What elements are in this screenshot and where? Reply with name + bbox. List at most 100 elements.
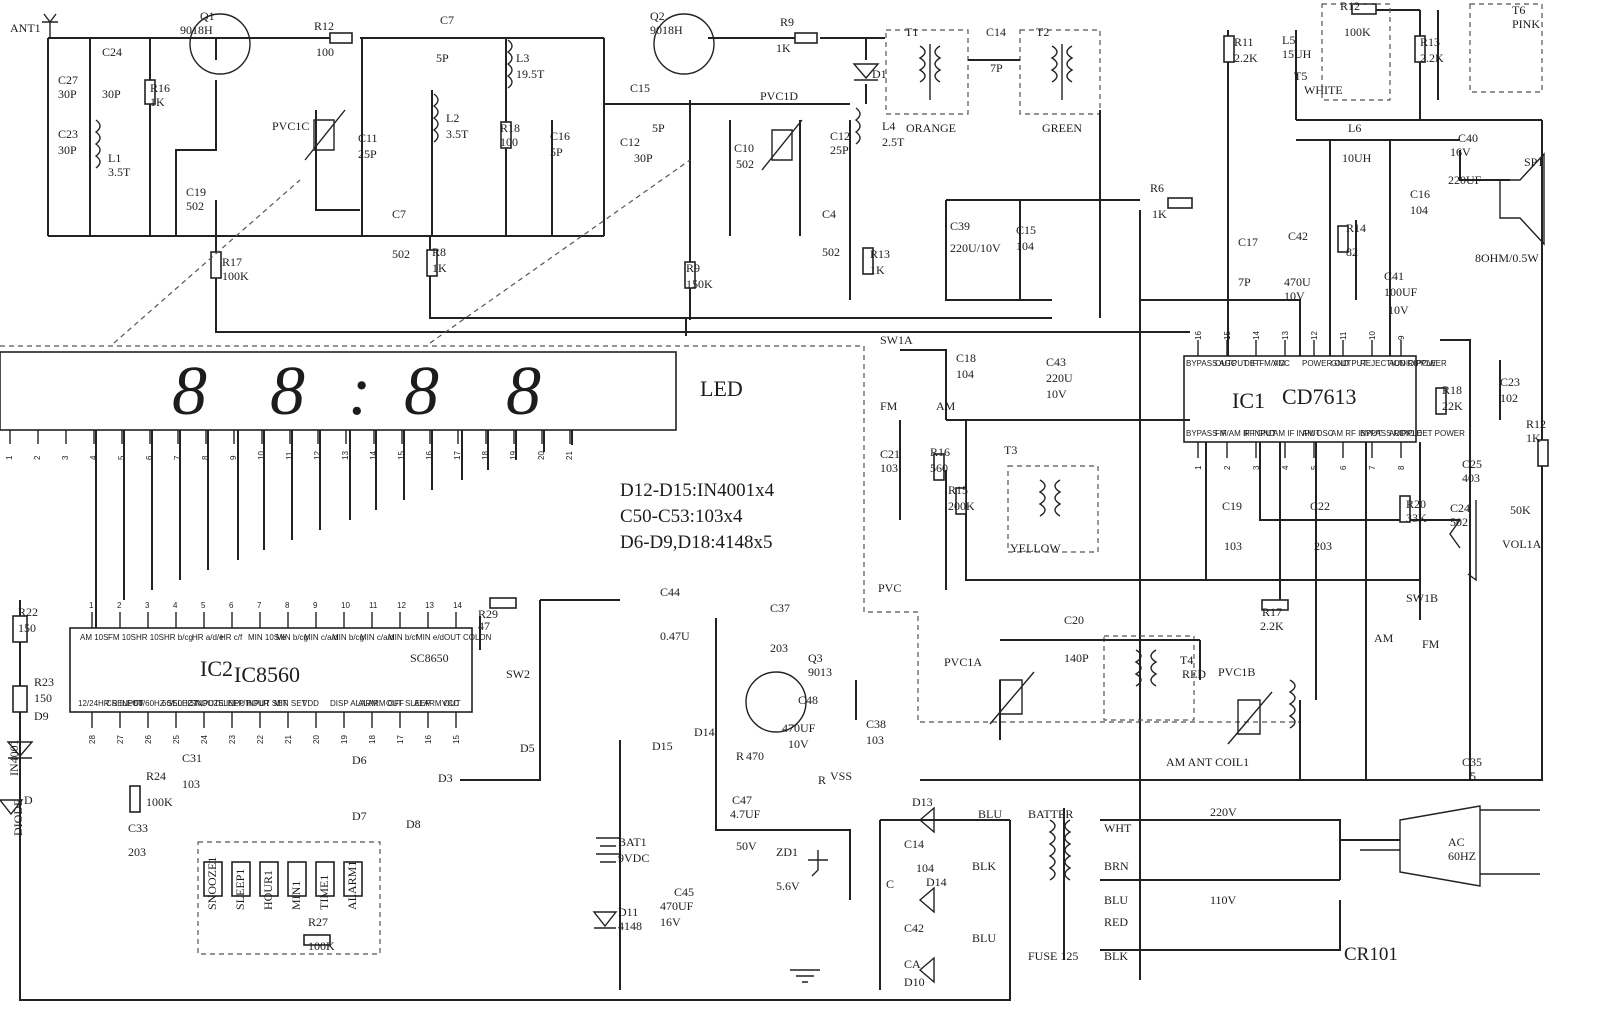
ic2-top-pin-number: 2 bbox=[117, 601, 122, 610]
component-label: VSS bbox=[830, 769, 852, 783]
component-label: C14 bbox=[904, 837, 924, 851]
ic2-bottom-pin-number: 26 bbox=[144, 735, 153, 744]
ic2-top-pin-name: HR b/cg bbox=[164, 633, 193, 642]
component-label: YELLOW bbox=[1010, 541, 1061, 555]
ic2-bottom-pin-number: 15 bbox=[452, 735, 461, 744]
component-label: C38 bbox=[866, 717, 886, 731]
component-label: 1K bbox=[870, 263, 885, 277]
component-label: Q1 bbox=[200, 9, 215, 23]
component-label: SW2 bbox=[506, 667, 530, 681]
component-label: D10 bbox=[904, 975, 925, 989]
component-label: C24 bbox=[1450, 501, 1470, 515]
ic2-bottom-pin-name: SLEEP INPUT bbox=[218, 699, 270, 708]
ic2-top-pin-number: 6 bbox=[229, 601, 234, 610]
ic2-bottom-pin-number: 17 bbox=[396, 735, 405, 744]
ic2-top-pin-number: 13 bbox=[425, 601, 434, 610]
led-pin-number: 18 bbox=[481, 451, 490, 460]
component-label: R12 bbox=[314, 19, 334, 33]
led-digit-1: 8 bbox=[172, 353, 207, 430]
component-label: 5P bbox=[550, 145, 563, 159]
transistor-q3-icon bbox=[745, 671, 807, 733]
component-label: C23 bbox=[58, 127, 78, 141]
led-pin-number: 11 bbox=[285, 451, 294, 460]
led-pin-number: 19 bbox=[509, 451, 518, 460]
led-pin-number: 9 bbox=[229, 455, 238, 460]
ic2-bottom-pin-number: 24 bbox=[200, 735, 209, 744]
ic2-bottom-pin-number: 28 bbox=[88, 735, 97, 744]
resistor-r12-icon bbox=[329, 32, 353, 44]
resistor-r11-icon bbox=[1223, 35, 1235, 63]
ic1-top-pin-name: REJECTION RIPPLE bbox=[1360, 359, 1436, 368]
pushbutton-icon bbox=[259, 861, 279, 897]
component-label: D14 bbox=[694, 725, 715, 739]
component-label: L5 bbox=[1282, 33, 1295, 47]
component-label: 25P bbox=[830, 143, 849, 157]
transistor-q1-icon bbox=[189, 13, 251, 75]
led-pin-number: 15 bbox=[397, 451, 406, 460]
component-label: 30P bbox=[102, 87, 121, 101]
note-diodes-2: D6-D9,D18:4148x5 bbox=[620, 532, 773, 553]
component-label: VOL1A bbox=[1502, 537, 1542, 551]
component-label: 100 bbox=[500, 135, 518, 149]
led-pin-number: 8 bbox=[201, 455, 210, 460]
ic2-bottom-pin-name: VCC bbox=[442, 699, 459, 708]
ic2-top-pin-name: MIN c/a/d bbox=[360, 633, 394, 642]
component-label: R23 bbox=[34, 675, 54, 689]
component-label: C14 bbox=[986, 25, 1006, 39]
ic1-top-pin-number: 12 bbox=[1310, 331, 1319, 340]
component-label: D5 bbox=[520, 741, 535, 755]
component-label: ZD1 bbox=[776, 845, 798, 859]
component-label: C41 bbox=[1384, 269, 1404, 283]
ic2-top-pin-name: HR c/f bbox=[220, 633, 243, 642]
component-label: 470U bbox=[1284, 275, 1311, 289]
component-label: 9018H bbox=[650, 23, 683, 37]
resistor-r13-icon bbox=[862, 247, 874, 275]
component-label: GREEN bbox=[1042, 121, 1082, 135]
component-label: AC bbox=[1448, 835, 1465, 849]
ic2-bottom-pin-name: ALARM OFF bbox=[358, 699, 404, 708]
component-label: 100 bbox=[316, 45, 334, 59]
component-label: T6 bbox=[1512, 3, 1525, 17]
component-label: C42 bbox=[1288, 229, 1308, 243]
component-label: 403 bbox=[1462, 471, 1480, 485]
ic2-bottom-pin-name: VDD bbox=[302, 699, 319, 708]
component-label: L1 bbox=[108, 151, 121, 165]
component-label: C31 bbox=[182, 751, 202, 765]
bridge-diodes-icon bbox=[918, 806, 935, 984]
component-label: C16 bbox=[1410, 187, 1430, 201]
component-label: 50K bbox=[1510, 503, 1531, 517]
component-label: 5.6V bbox=[776, 879, 800, 893]
component-label: C17 bbox=[1238, 235, 1258, 249]
component-label: R17 bbox=[222, 255, 242, 269]
component-label: 220U/10V bbox=[950, 241, 1001, 255]
ic2-bottom-pin-number: 25 bbox=[172, 735, 181, 744]
inductor-l3-icon bbox=[506, 39, 513, 89]
component-label: DIODE bbox=[11, 799, 25, 836]
ic2-body bbox=[69, 627, 473, 713]
ac-plug-icon bbox=[1360, 805, 1540, 887]
component-label: R18 bbox=[1442, 383, 1462, 397]
component-label: PVC bbox=[878, 581, 901, 595]
component-label: 10UH bbox=[1342, 151, 1372, 165]
button-label: SNOOZE1 bbox=[205, 857, 219, 910]
component-label: L6 bbox=[1348, 121, 1361, 135]
component-label: 502 bbox=[1450, 515, 1468, 529]
ic1-bottom-pin-number: 1 bbox=[1194, 465, 1203, 470]
component-label: ORANGE bbox=[906, 121, 956, 135]
component-label: 100K bbox=[308, 939, 335, 953]
resistor-r27-icon bbox=[303, 934, 331, 946]
component-label: BLK bbox=[972, 859, 996, 873]
component-label: 100K bbox=[222, 269, 249, 283]
component-label: R18 bbox=[500, 121, 520, 135]
resistor-r16-icon bbox=[144, 79, 156, 105]
component-label: 0.47U bbox=[660, 629, 690, 643]
led-pin-number: 21 bbox=[565, 451, 574, 460]
component-label: T2 bbox=[1036, 25, 1049, 39]
component-label: 9013 bbox=[808, 665, 832, 679]
ic1-bottom-pin-number: 4 bbox=[1281, 465, 1290, 470]
ic2-bottom-pin-number: 23 bbox=[228, 735, 237, 744]
led-pin-number: 12 bbox=[313, 451, 322, 460]
variable-capacitor-pvc1d-icon bbox=[761, 119, 803, 171]
component-label: FM bbox=[880, 399, 898, 413]
